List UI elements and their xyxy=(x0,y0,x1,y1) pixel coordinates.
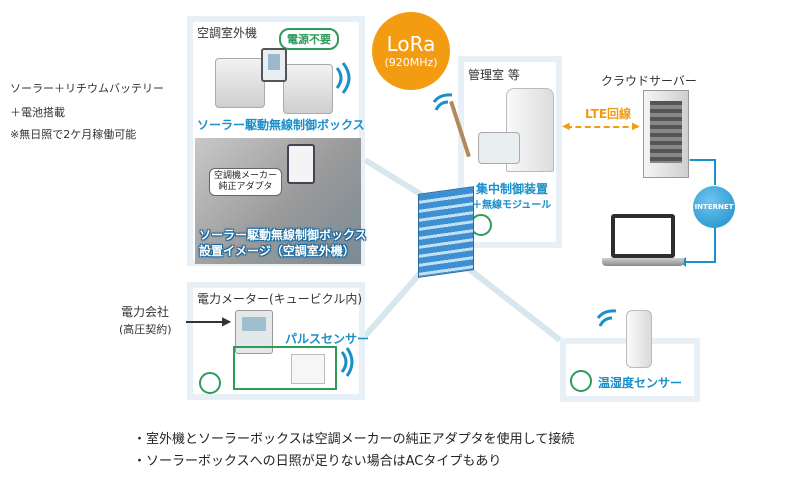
photo-callout-line2: 純正アダプタ xyxy=(218,182,273,192)
plug-icon xyxy=(199,372,221,394)
wireless-signal-icon xyxy=(335,62,351,94)
footer-note-line2: ・ソーラーボックスへの日照が足りない場合はACタイプもあり xyxy=(133,454,502,469)
laptop-icon xyxy=(611,214,675,258)
installation-photo: 空調機メーカー 純正アダプタ ソーラー駆動無線制御ボックス 設置イメージ（空調室… xyxy=(195,138,367,264)
arrow-left-icon: ◀ xyxy=(562,121,570,132)
outdoor-unit-panel: 空調室外機 電源不要 ソーラー駆動無線制御ボックス 空調機メーカー 純正アダプタ… xyxy=(187,16,367,266)
photo-solar-box xyxy=(287,144,315,184)
pulse-sensor-label: パルスセンサー xyxy=(285,332,370,346)
wireless-module-label: ＋無線モジュール xyxy=(472,200,552,211)
photo-caption-line1: ソーラー駆動無線制御ボックス xyxy=(199,228,367,242)
lte-link-line xyxy=(566,126,638,128)
left-note-line3: ※無日照で2ケ月稼働可能 xyxy=(10,128,137,141)
left-note-line2: ＋電池搭載 xyxy=(10,106,65,119)
photo-callout: 空調機メーカー 純正アダプタ xyxy=(209,168,283,196)
photo-caption-line2: 設置イメージ（空調室外機） xyxy=(199,244,355,258)
lora-badge: LoRa (920MHz) xyxy=(372,12,450,90)
power-company-line1: 電力会社 xyxy=(121,305,170,319)
internet-globe-icon: INTERNET xyxy=(693,186,735,228)
ac-unit-left xyxy=(215,58,265,108)
control-room-title: 管理室 等 xyxy=(468,68,520,82)
power-meter-panel: 電力メーター(キュービクル内) パルスセンサー xyxy=(187,282,369,400)
pulse-sensor-frame xyxy=(233,346,337,390)
power-company-line2: (高圧契約) xyxy=(119,323,172,336)
plug-icon xyxy=(570,370,592,392)
thermo-wifi-icon xyxy=(596,309,617,327)
no-power-badge: 電源不要 xyxy=(279,28,339,50)
control-unit xyxy=(478,132,520,164)
cloud-server-title: クラウドサーバー xyxy=(601,74,697,88)
arrow-right-icon: ▶ xyxy=(222,314,232,328)
control-room-panel: 管理室 等 集中制御装置 ＋無線モジュール xyxy=(449,56,562,248)
footer-note-line1: ・室外機とソーラーボックスは空調メーカーの純正アダプタを使用して接続 xyxy=(133,432,575,447)
server-icon xyxy=(643,90,689,178)
photo-callout-line1: 空調機メーカー xyxy=(214,171,278,181)
control-room-wifi-icon xyxy=(432,93,453,111)
outdoor-unit-title: 空調室外機 xyxy=(197,26,258,40)
laptop-base xyxy=(602,258,684,266)
lora-frequency: (920MHz) xyxy=(384,56,438,69)
lora-name: LoRa xyxy=(386,32,436,56)
control-device-label: 集中制御装置 xyxy=(476,182,549,196)
power-meter-title: 電力メーター(キュービクル内) xyxy=(197,292,363,306)
arrow-line xyxy=(186,321,226,323)
thermo-sensor-icon xyxy=(626,310,652,368)
ac-unit-right xyxy=(283,64,333,114)
solar-box-label: ソーラー駆動無線制御ボックス xyxy=(197,118,365,132)
lte-link-label: LTE回線 xyxy=(585,107,632,121)
building-icon xyxy=(418,186,474,278)
thermo-sensor-label: 温湿度センサー xyxy=(598,376,683,390)
solar-box-icon xyxy=(261,48,287,82)
arrow-right-icon: ▶ xyxy=(632,121,640,132)
left-note-line1: ソーラー＋リチウムバッテリー xyxy=(10,82,164,95)
thermo-sensor-panel: 温湿度センサー xyxy=(560,310,700,402)
wireless-signal-icon xyxy=(340,347,354,377)
